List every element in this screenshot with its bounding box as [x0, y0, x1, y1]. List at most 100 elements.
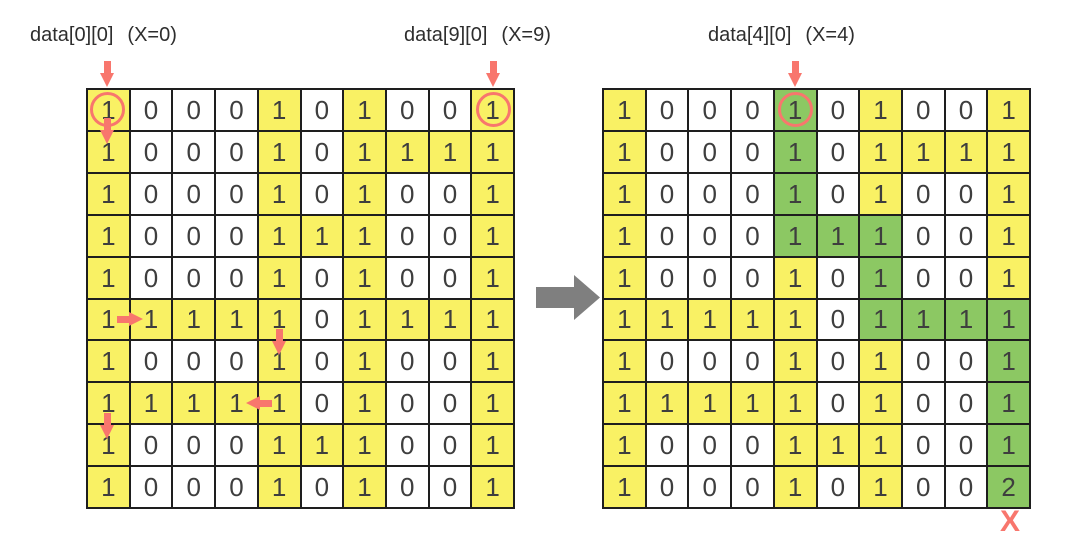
grid-cell: 1: [130, 383, 172, 424]
grid-cell: 1: [258, 425, 300, 466]
grid-cell: 0: [817, 299, 859, 340]
grid-cell: 0: [732, 257, 773, 298]
grid-cell: 1: [902, 131, 944, 172]
grid-cell: 0: [817, 257, 859, 298]
grid-cell: 0: [301, 90, 343, 130]
grid-cell: 1: [258, 215, 300, 256]
grid-cell: 1: [429, 299, 471, 340]
pointer-arrow-icon: [99, 61, 115, 87]
grid-cell: 0: [173, 215, 215, 256]
grid-cell: 1: [604, 215, 645, 256]
grid-cell: 1: [258, 383, 300, 424]
grid-cell: 0: [429, 467, 471, 507]
grid-cell: 1: [429, 131, 471, 172]
grid-cell: 0: [646, 425, 688, 466]
grid-cell: 2: [988, 467, 1029, 507]
grid-cell: 1: [386, 131, 428, 172]
grid-cell: 0: [902, 90, 944, 130]
grid-cell: 0: [216, 90, 257, 130]
grid-cell: 1: [216, 299, 257, 340]
grid-cell: 1: [646, 383, 688, 424]
grid-cell: 1: [860, 299, 901, 340]
grid-cell: 0: [646, 173, 688, 214]
data-index-text: data[4][0]: [708, 24, 792, 46]
grid-cell: 1: [258, 341, 300, 382]
grid-cell: 1: [258, 131, 300, 172]
grid-cell: 0: [817, 173, 859, 214]
grid-cell: 0: [216, 257, 257, 298]
grid-cell: 0: [429, 90, 471, 130]
grid-cell: 1: [860, 215, 901, 256]
grid-cell: 1: [988, 215, 1029, 256]
grid-cell: 0: [386, 341, 428, 382]
x-value-text: (X=4): [805, 24, 855, 46]
grid-cell: 0: [646, 215, 688, 256]
grid-cell: 1: [988, 173, 1029, 214]
grid-cell: 1: [902, 299, 944, 340]
grid-cell: 0: [130, 90, 172, 130]
grid-cell: 0: [817, 383, 859, 424]
grid-cell: 0: [216, 425, 257, 466]
grid-cell: 1: [774, 425, 816, 466]
grid-cell: 1: [604, 90, 645, 130]
grid-cell: 0: [732, 467, 773, 507]
grid-cell: 1: [604, 425, 645, 466]
highlight-circle-icon: [777, 91, 813, 127]
grid-cell: 1: [860, 425, 901, 466]
grid-cell: 0: [216, 341, 257, 382]
grid-cell: 1: [860, 131, 901, 172]
grid-cell: 1: [732, 299, 773, 340]
grid-cell: 0: [945, 90, 987, 130]
grid-cell: 0: [732, 173, 773, 214]
grid-cell: 0: [173, 341, 215, 382]
grid-cell: 1: [604, 467, 645, 507]
grid-cell: 0: [216, 131, 257, 172]
grid-cell: 1: [604, 131, 645, 172]
grid-cell: 1: [472, 383, 513, 424]
grid-cell: 0: [301, 467, 343, 507]
grid-cell: 0: [902, 257, 944, 298]
grid-cell: 1: [344, 425, 385, 466]
grid-cell: 1: [604, 341, 645, 382]
grid-cell: 0: [902, 383, 944, 424]
cell-reference-label: data[0][0](X=0): [30, 24, 177, 47]
grid-cell: 0: [301, 341, 343, 382]
grid-cell: 1: [774, 257, 816, 298]
grid-cell: 0: [386, 90, 428, 130]
grid-cell: 1: [386, 299, 428, 340]
grid-cell: 1: [344, 215, 385, 256]
grid-cell: 1: [472, 341, 513, 382]
grid-cell: 1: [344, 131, 385, 172]
pointer-arrow-icon: [787, 61, 803, 87]
grid-cell: 0: [130, 467, 172, 507]
grid-cell: 0: [689, 131, 731, 172]
grid-cell: 1: [472, 173, 513, 214]
grid-cell: 0: [429, 173, 471, 214]
grid-cell: 1: [344, 90, 385, 130]
grid-cell: 0: [173, 425, 215, 466]
grid-cell: 1: [472, 467, 513, 507]
grid-cell: 0: [902, 467, 944, 507]
grid-cell: 1: [604, 383, 645, 424]
grid-cell: 1: [301, 425, 343, 466]
grid-cell: 0: [216, 467, 257, 507]
grid-cell: 0: [386, 383, 428, 424]
data-index-text: data[9][0]: [404, 24, 488, 46]
highlight-circle-icon: [476, 91, 512, 127]
grid-cell: 1: [130, 299, 172, 340]
grid-cell: 0: [130, 131, 172, 172]
grid-cell: 0: [173, 467, 215, 507]
grid-cell: 1: [860, 383, 901, 424]
grid-cell: 1: [732, 383, 773, 424]
grid-cell: 1: [258, 467, 300, 507]
grid-cell: 0: [216, 173, 257, 214]
grid-cell: 0: [429, 383, 471, 424]
grid-cell: 0: [646, 467, 688, 507]
grid-cell: 0: [817, 131, 859, 172]
grid-cell: 0: [173, 257, 215, 298]
grid-cell: 0: [646, 341, 688, 382]
grid-cell: 1: [258, 257, 300, 298]
trace-arrow-icon: [116, 312, 143, 327]
